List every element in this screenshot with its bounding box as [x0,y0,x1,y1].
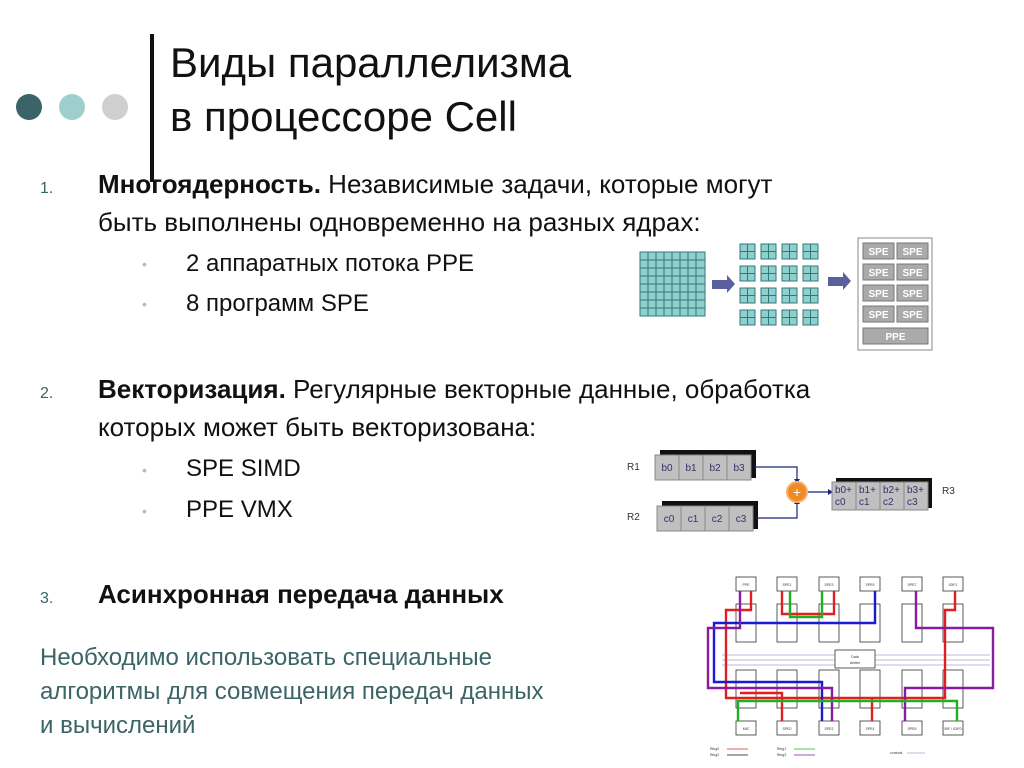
item-multicore-text-2: быть выполнены одновременно на разных яд… [98,207,701,237]
svg-text:b0+: b0+ [835,485,852,496]
title-divider [150,34,154,182]
item-vectorization-text-1: Регулярные векторные данные, обработка [285,374,811,404]
svg-text:Ring1: Ring1 [777,747,786,751]
item-multicore-text-1: Независимые задачи, которые могут [320,169,773,199]
arrow-right-icon [828,272,851,290]
svg-text:+: + [793,484,801,500]
svg-text:c0: c0 [664,514,675,525]
item-number-2: 2. [40,385,54,402]
svg-text:Ring0: Ring0 [710,747,719,751]
svg-text:SPE: SPE [902,289,922,300]
svg-text:SPE: SPE [868,247,888,258]
bullet-icon: • [142,503,147,519]
svg-text:Arbiter: Arbiter [850,661,861,665]
svg-text:SPE: SPE [868,268,888,279]
svg-text:IOIF1: IOIF1 [949,583,958,587]
bullet-icon: • [142,462,147,478]
svg-text:c3: c3 [736,514,747,525]
svg-text:SPE: SPE [868,289,888,300]
split-task-grid [739,243,819,326]
svg-text:c1: c1 [688,514,699,525]
item-number-3: 3. [40,590,54,607]
svg-text:SPE: SPE [902,268,922,279]
svg-text:b1+: b1+ [859,485,876,496]
sub-item-spe-programs: 8 программ SPE [186,290,369,317]
item-async-transfer: Асинхронная передача данных [98,575,968,613]
svg-text:SPE: SPE [902,310,922,321]
note-line-2: алгоритмы для совмещения передач данных [40,678,544,705]
svg-text:c2: c2 [712,514,723,525]
svg-text:SPE: SPE [868,310,888,321]
svg-text:c0: c0 [835,497,846,508]
svg-text:PPE: PPE [885,332,905,343]
sub-item-ppe-vmx: PPE VMX [186,496,293,523]
svg-text:b3+: b3+ [907,485,924,496]
r3-label: R3 [942,486,955,497]
svg-text:b1: b1 [685,463,697,474]
r1-label: R1 [627,462,640,473]
sub-item-spe-simd: SPE SIMD [186,455,301,482]
note-line-1: Необходимо использовать специальные [40,644,492,671]
svg-text:b2+: b2+ [883,485,900,496]
simd-diagram: R1 R2 R3 b0 b1 b2 b3 c0 c1 c2 c3 + b0+ b1+ b2… [627,450,955,532]
svg-text:SPE0: SPE0 [783,727,792,731]
add-operator-icon [786,481,808,503]
arrow-right-icon [712,275,735,293]
svg-text:Ring3: Ring3 [777,753,786,757]
svg-text:PPE: PPE [742,583,750,587]
item-multicore: Многоядерность. Независимые задачи, кото… [98,165,968,241]
svg-text:SPE2: SPE2 [825,727,834,731]
item-vectorization: Векторизация. Регулярные векторные данны… [98,370,968,446]
decor-dots [16,94,128,120]
svg-text:c3: c3 [907,497,918,508]
item-number-1: 1. [40,180,54,197]
title-line-2: в процессоре Cell [170,93,517,140]
item-async-heading: Асинхронная передача данных [98,579,504,609]
svg-text:SPE6: SPE6 [908,727,917,731]
svg-text:b2: b2 [709,463,721,474]
sub-item-ppe-threads: 2 аппаратных потока PPE [186,250,474,277]
svg-text:MIC: MIC [743,727,750,731]
item-multicore-heading: Многоядерность. [98,169,321,199]
decor-dot-teal [59,94,85,120]
decor-dot-gray [102,94,128,120]
item-vectorization-text-2: которых может быть векторизована: [98,412,537,442]
slide-title: Виды параллелизма в процессоре Cell [170,36,571,144]
svg-text:Ring2: Ring2 [710,753,719,757]
cell-processor-box: SPE SPE SPE SPE SPE SPE SPE SPE PPE [857,237,933,351]
bullet-icon: • [142,256,147,272]
item-vectorization-heading: Векторизация. [98,374,286,404]
decor-dot-dark [16,94,42,120]
svg-text:Data: Data [851,655,858,659]
eib-ring-diagram: PPE SPE1 SPE3 SPE5 SPE7 IOIF1 MIC SPE0 SPE2 S… [706,576,995,757]
svg-text:SPE5: SPE5 [866,583,875,587]
svg-text:SPE4: SPE4 [866,727,875,731]
footnote: Необходимо использовать специальные алго… [40,641,660,743]
svg-text:c1: c1 [859,497,870,508]
multicore-diagram: SPE SPE SPE SPE SPE SPE SPE SPE PPE [639,237,933,351]
title-line-1: Виды параллелизма [170,39,572,86]
svg-text:SPE3: SPE3 [825,583,834,587]
svg-text:SPE: SPE [902,247,922,258]
bullet-icon: • [142,296,147,312]
r2-label: R2 [627,512,640,523]
task-grid [639,251,706,317]
svg-text:BIF / IOIF0: BIF / IOIF0 [944,727,961,731]
svg-text:b0: b0 [661,463,673,474]
svg-text:c2: c2 [883,497,894,508]
svg-text:SPE7: SPE7 [908,583,917,587]
svg-text:controls: controls [890,751,903,755]
svg-text:SPE1: SPE1 [783,583,792,587]
note-line-3: и вычислений [40,712,196,739]
svg-text:b3: b3 [733,463,745,474]
